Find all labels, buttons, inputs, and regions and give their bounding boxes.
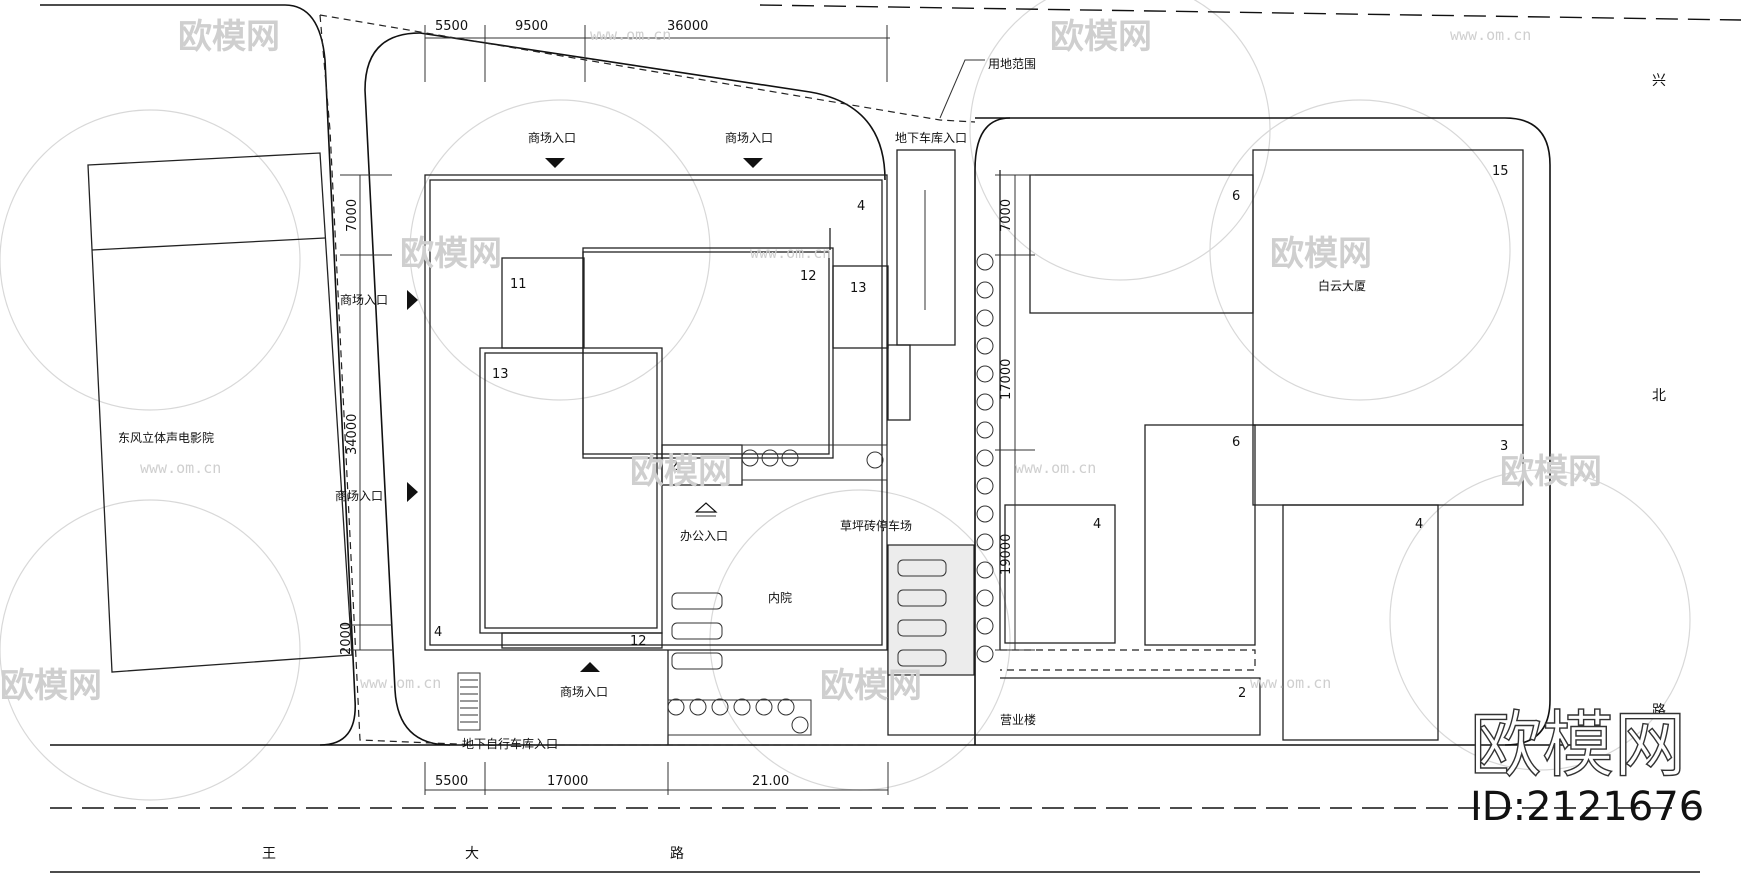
watermark-brand-1: 欧模网 — [178, 17, 280, 57]
watermark-url-4: www.om.cn — [140, 459, 221, 477]
watermark-circles — [0, 0, 1691, 801]
tree-row-east — [976, 253, 994, 663]
label-mall-entrance-south: 商场入口 — [560, 684, 608, 699]
dim-left-1: 7000 — [345, 199, 360, 232]
floors-east-15: 15 — [1492, 164, 1509, 179]
watermark-url-7: www.om.cn — [1250, 674, 1331, 692]
watermark-brand-2: 欧模网 — [1050, 17, 1152, 57]
floors-east-6-top: 6 — [1232, 189, 1240, 204]
label-mall-entrance-west-1: 商场入口 — [340, 292, 388, 307]
watermark-brand-7: 欧模网 — [0, 666, 102, 706]
floors-block-13: 13 — [492, 367, 509, 382]
dim-right-1: 7000 — [999, 199, 1014, 232]
label-mall-entrance-top-2: 商场入口 — [725, 130, 773, 145]
floors-block-2: 2 — [670, 459, 678, 474]
watermark-brand-6: 欧模网 — [1500, 452, 1602, 492]
east-neighbor-buildings — [999, 149, 1524, 741]
label-office-entrance: 办公入口 — [680, 528, 728, 543]
dim-left-3: 2000 — [339, 622, 354, 655]
dim-top-2: 9500 — [515, 19, 548, 34]
floors-block-11: 11 — [510, 277, 527, 292]
label-mall-entrance-top-1: 商场入口 — [528, 130, 576, 145]
watermark-url-5: www.om.cn — [1015, 459, 1096, 477]
watermark-brand-3: 欧模网 — [400, 234, 502, 274]
road-south-char-2: 大 — [465, 846, 479, 862]
road-east-char-1: 兴 — [1652, 73, 1666, 89]
watermark-brand-8: 欧模网 — [820, 666, 922, 706]
dimension-lines — [340, 25, 1035, 795]
floors-east-4-left: 4 — [1093, 517, 1101, 532]
dim-bottom-1: 5500 — [435, 774, 468, 789]
floors-east-3: 3 — [1500, 439, 1508, 454]
west-neighbor-building — [87, 152, 353, 673]
grass-brick-parking — [887, 544, 975, 676]
watermark-url-1: www.om.cn — [590, 26, 671, 44]
watermark-brand-5: 欧模网 — [630, 452, 732, 492]
bike-ramp — [457, 672, 481, 731]
road-south-char-1: 王 — [262, 846, 276, 862]
watermark-url-3: www.om.cn — [750, 244, 831, 262]
road-east-char-3: 路 — [1652, 703, 1666, 719]
dim-right-3: 19000 — [999, 534, 1014, 575]
dim-top-1: 5500 — [435, 19, 468, 34]
watermark-brand-4: 欧模网 — [1270, 234, 1372, 274]
label-grass-brick-parking: 草坪砖停车场 — [840, 518, 912, 533]
road-south-char-3: 路 — [670, 846, 684, 862]
label-inner-courtyard: 内院 — [768, 591, 792, 605]
dim-bottom-2: 17000 — [547, 774, 588, 789]
floors-main-bottom-left: 4 — [434, 625, 442, 640]
dim-right-2: 17000 — [999, 359, 1014, 400]
road-east-char-2: 北 — [1652, 388, 1666, 404]
dim-top-3: 36000 — [667, 19, 708, 34]
floors-east-4-right: 4 — [1415, 517, 1423, 532]
roads — [40, 4, 1741, 873]
label-mall-entrance-west-2: 商场入口 — [335, 488, 383, 503]
dim-bottom-3: 21.00 — [752, 774, 789, 789]
site-boundary — [319, 14, 1256, 746]
watermark-url-6: www.om.cn — [360, 674, 441, 692]
floors-south-2: 2 — [1238, 686, 1246, 701]
label-underground-bike-entrance: 地下自行车库入口 — [462, 736, 558, 751]
main-building — [424, 149, 1261, 745]
label-west-neighbor: 东风立体声电影院 — [118, 430, 214, 445]
label-east-tower: 白云大厦 — [1318, 278, 1366, 293]
floors-east-6-mid: 6 — [1232, 435, 1240, 450]
floors-block-13-small: 13 — [850, 281, 867, 296]
label-underground-garage-entrance: 地下车库入口 — [895, 130, 967, 145]
label-site-boundary: 用地范围 — [988, 57, 1036, 71]
floors-block-12: 12 — [800, 269, 817, 284]
watermark-brand-large: 欧模网 — [1470, 703, 1686, 787]
entrance-markers — [407, 158, 763, 672]
watermark-id: ID:2121676 — [1470, 784, 1704, 830]
floors-main-top: 4 — [857, 199, 865, 214]
floors-block-12-bottom: 12 — [630, 634, 647, 649]
label-south-building: 营业楼 — [1000, 712, 1036, 727]
watermark-url-2: www.om.cn — [1450, 26, 1531, 44]
dim-left-2: 34000 — [345, 414, 360, 455]
courtyard-cars — [671, 592, 723, 670]
